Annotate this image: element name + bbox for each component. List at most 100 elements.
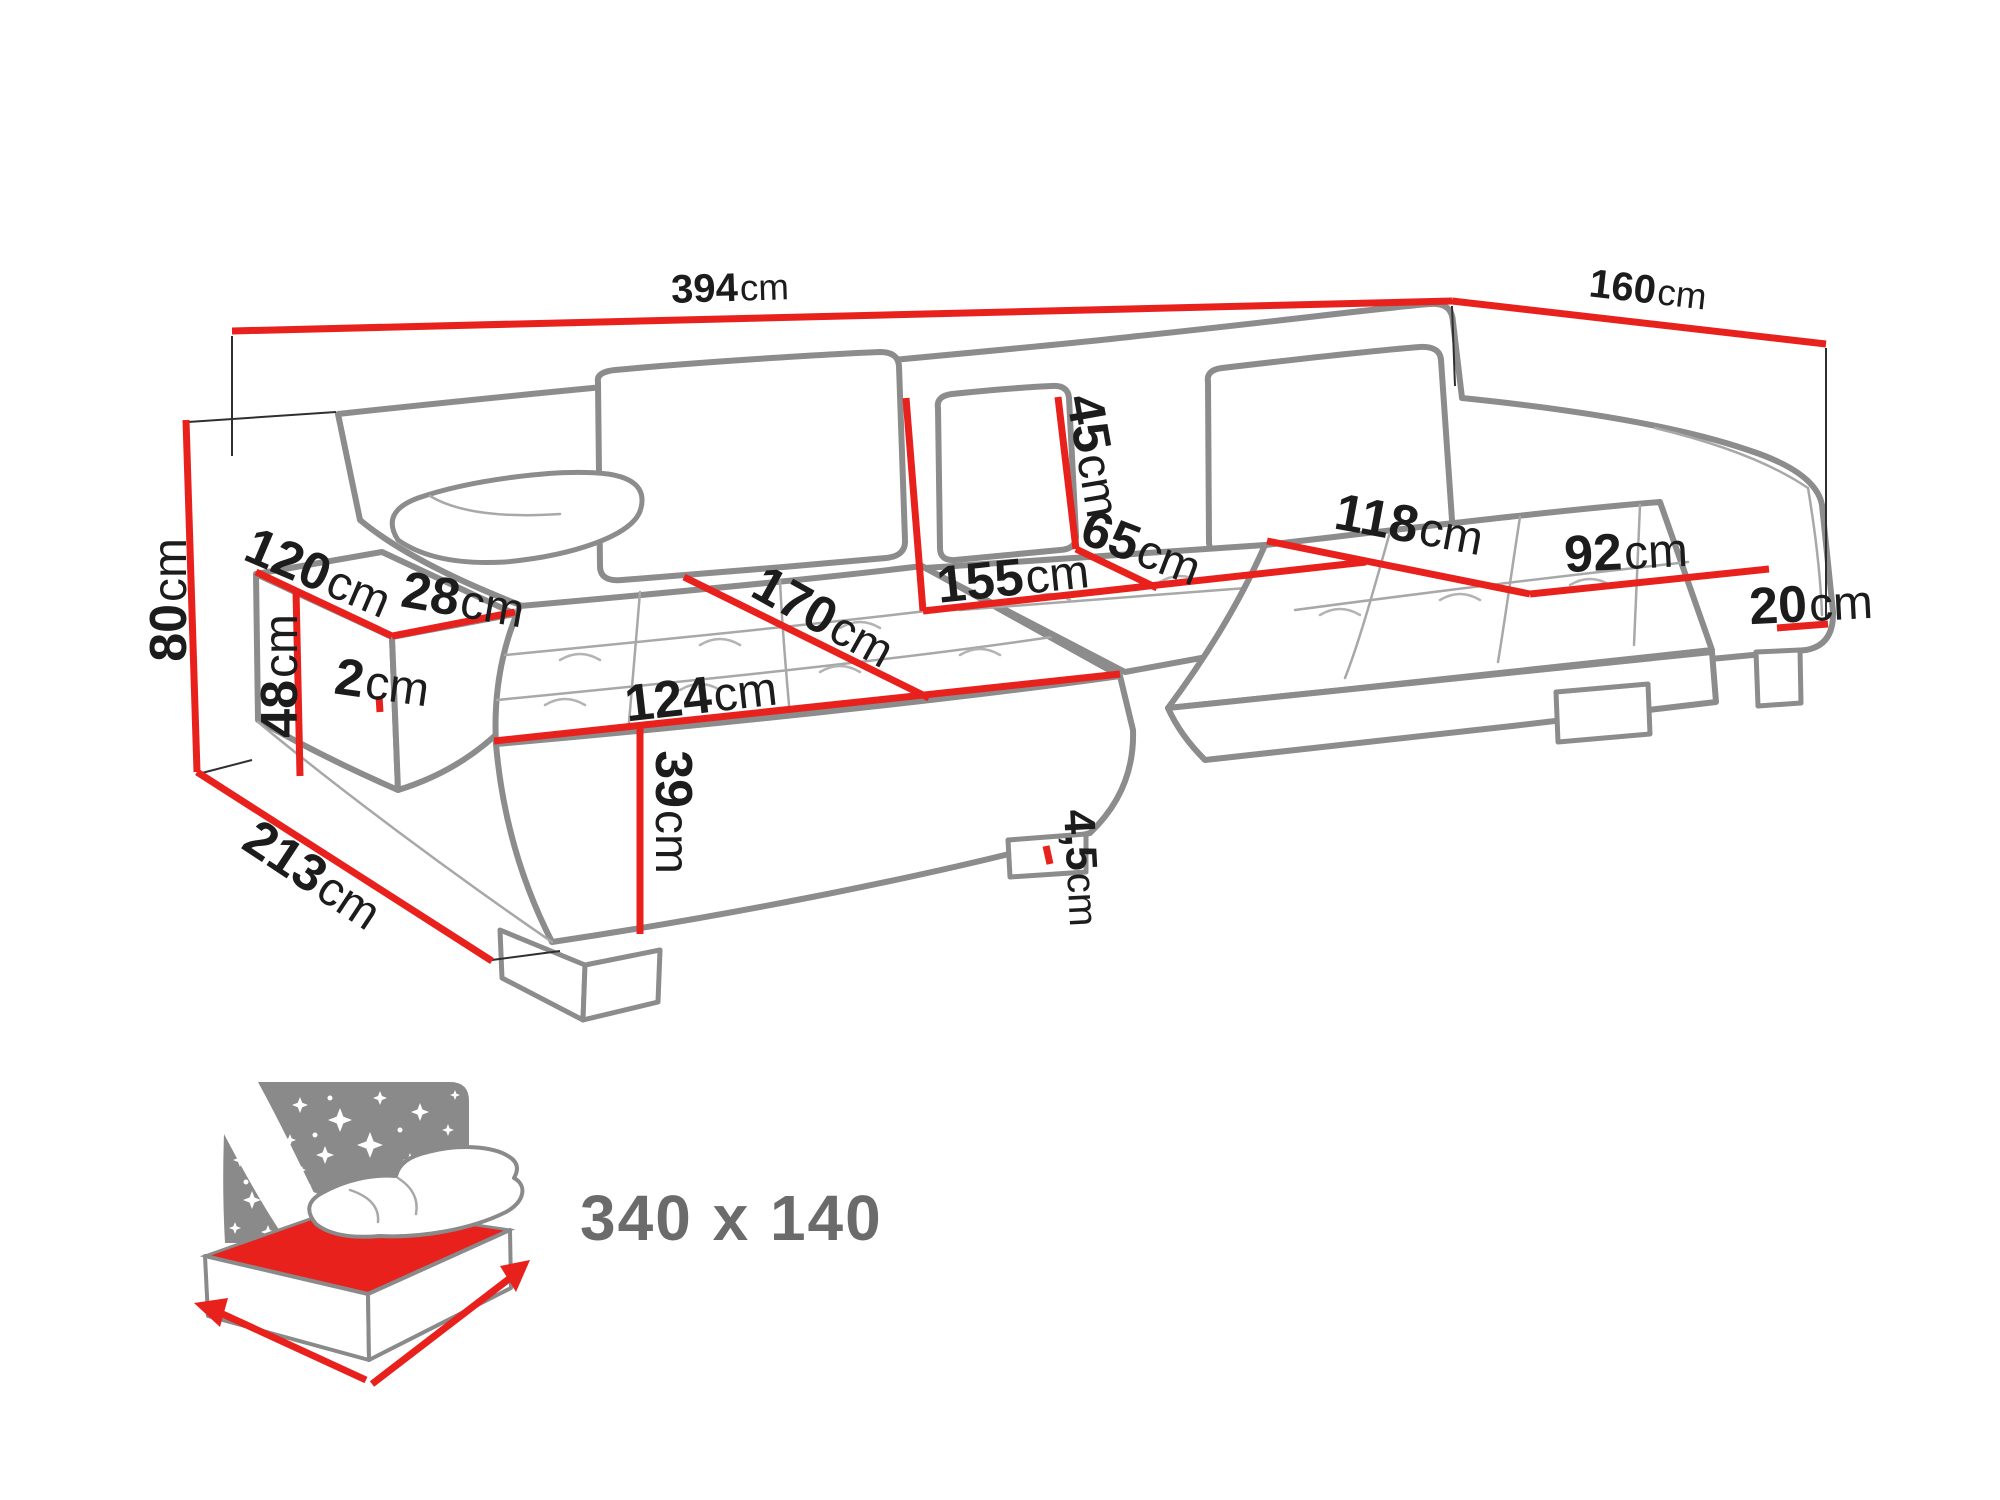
dim-label-seat-height: 39cm	[644, 750, 702, 874]
star-icon	[299, 1184, 321, 1206]
star-dot	[289, 1207, 295, 1213]
star-dot	[269, 1187, 275, 1193]
seat-seam	[1632, 503, 1642, 647]
dim-line-48	[292, 589, 304, 777]
leg-right-arm	[1753, 647, 1804, 709]
sleeping-area-size-label: 340 x 140	[580, 1182, 883, 1254]
star-dot	[327, 1095, 333, 1101]
tuft-mark	[1318, 607, 1362, 617]
dim-line-213	[195, 769, 494, 964]
sleeping-area-pictogram: 340 x 140	[194, 1082, 883, 1387]
seat-seam	[1343, 530, 1392, 680]
dim-label-overall-height: 80cm	[140, 538, 198, 662]
width-arrow-line	[212, 1306, 368, 1384]
dim-line-394	[231, 297, 1453, 335]
star-icon	[292, 1097, 308, 1113]
leg-front-left	[497, 927, 588, 1023]
star-icon	[273, 1168, 287, 1182]
star-icon	[357, 1132, 383, 1158]
length-arrow-head	[500, 1260, 530, 1292]
seat-seam	[958, 583, 1287, 612]
dim-label-front-leg-height: 4,5cm	[1054, 808, 1109, 928]
left-chaise-front	[493, 673, 1137, 945]
star-icon	[450, 1090, 460, 1100]
dim-label-right-side-depth: 160cm	[1587, 261, 1709, 318]
tuft-mark	[558, 652, 602, 662]
star-dot	[243, 1179, 249, 1185]
sofa-line-art	[253, 300, 1837, 1023]
dim-label-back-cushion-height: 45cm	[1055, 390, 1134, 522]
dimension-lines	[182, 297, 1829, 964]
pillow-fold	[428, 494, 562, 517]
extension-line	[187, 411, 337, 423]
dim-line-92	[1529, 565, 1770, 598]
dim-label-right-seat-length: 92cm	[1563, 520, 1689, 584]
dim-line-124	[493, 670, 1121, 745]
pillow	[389, 469, 645, 565]
dim-tick-2	[375, 695, 384, 713]
star-dot	[312, 1132, 318, 1138]
dim-line-20	[1776, 620, 1829, 632]
width-arrow-head	[194, 1298, 228, 1327]
tuft-mark	[838, 620, 882, 630]
star-icon	[229, 1222, 241, 1234]
duvet-fold	[396, 1176, 418, 1216]
tuft-mark	[1438, 592, 1482, 602]
star-icon	[233, 1153, 247, 1167]
dim-label-armrest-height: 48cm	[251, 614, 309, 738]
dim-line-80	[182, 419, 201, 773]
tuft-mark	[818, 664, 862, 674]
tuft-mark	[678, 682, 722, 692]
star-icon	[316, 1146, 334, 1164]
dim-tick-4-5	[1042, 845, 1054, 865]
dim-label-overall-width: 394cm	[670, 264, 789, 312]
mattress-side-right	[366, 1228, 513, 1362]
dim-line-155-extension	[902, 397, 927, 612]
dim-line-160	[1451, 297, 1827, 348]
star-icon	[328, 1108, 352, 1132]
dim-line-45	[1054, 396, 1080, 550]
tuft-mark	[543, 697, 587, 707]
dim-label-armrest-seat-gap: 2cm	[331, 648, 433, 719]
dim-line-170	[682, 573, 931, 702]
back-cushion-middle	[934, 382, 1080, 564]
dim-line-65	[1074, 545, 1159, 592]
seat-seam	[626, 590, 642, 736]
duvet	[307, 1145, 525, 1239]
seat-seam	[778, 578, 792, 718]
extension-line	[197, 759, 253, 775]
starry-panel-left	[223, 1134, 288, 1243]
right-armrest-edge	[1806, 486, 1824, 617]
tuft-mark	[698, 637, 742, 647]
duvet-fold	[348, 1188, 380, 1224]
dim-label-right-seat-width: 118cm	[1330, 483, 1488, 567]
leg-front-left-side	[580, 947, 663, 1023]
star-icon	[256, 1104, 268, 1116]
dim-line-120	[254, 568, 394, 640]
star-icon	[284, 1134, 296, 1146]
star-icon	[411, 1103, 429, 1121]
dim-line-28	[391, 608, 516, 640]
base-edge-left	[256, 720, 554, 944]
dim-label-middle-seat-width: 155cm	[934, 541, 1092, 615]
star-dot	[397, 1127, 403, 1133]
leg-right-chaise	[1553, 681, 1653, 745]
star-icon	[298, 1166, 306, 1174]
right-armrest-seam	[1653, 426, 1810, 490]
length-arrow-line	[369, 1269, 521, 1387]
star-icon	[373, 1091, 387, 1105]
star-icon	[442, 1124, 454, 1136]
extension-line	[491, 950, 561, 961]
dim-line-155	[922, 558, 1367, 615]
star-icon	[261, 1225, 275, 1239]
back-cushion-left	[594, 349, 909, 584]
dim-label-left-side-depth: 213cm	[233, 809, 392, 942]
dim-label-left-seat-width: 124cm	[622, 659, 780, 734]
dim-line-118	[1266, 537, 1531, 598]
extension-line	[1451, 305, 1456, 387]
tuft-mark	[958, 647, 1002, 657]
dim-label-armrest-width: 28cm	[397, 561, 529, 640]
dim-label-leg-height: 20cm	[1748, 572, 1874, 636]
